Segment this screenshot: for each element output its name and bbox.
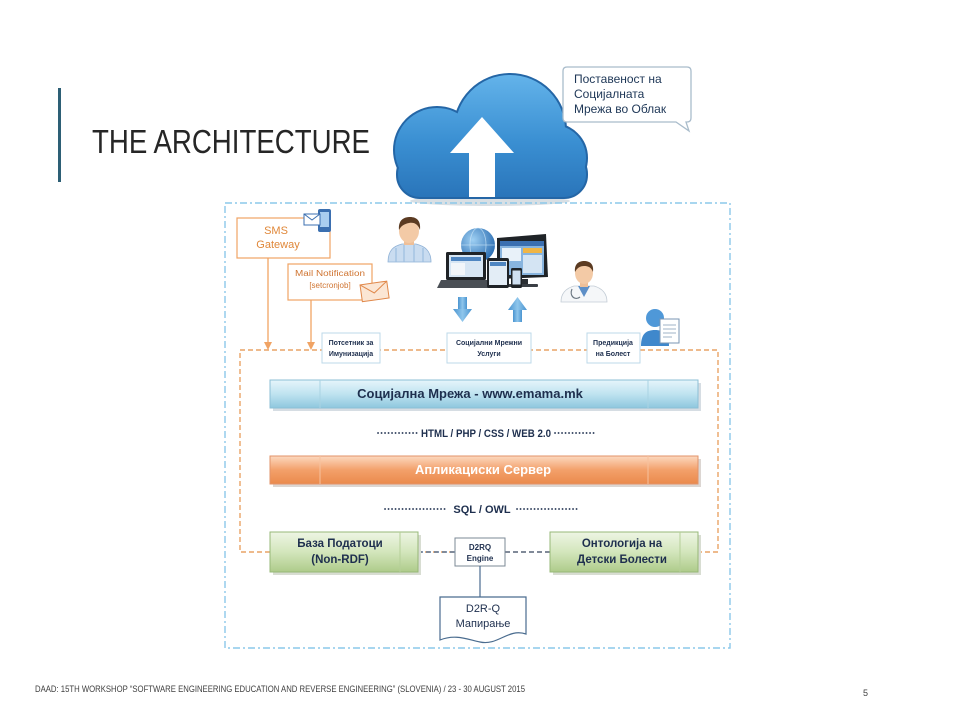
application-server-label: Апликациски Сервер — [415, 462, 551, 477]
devices-icon — [437, 227, 548, 288]
database-box: База Податоци (Non-RDF) — [269, 531, 421, 575]
arrow-down-icon — [453, 297, 472, 322]
user-document-icon — [641, 309, 680, 346]
d2rq-mapping-label: Мапирање — [456, 618, 511, 630]
mail-notification-label: Mail Notification — [295, 269, 365, 278]
service-label-text: на Болест — [596, 351, 631, 358]
service-label-text: Предикција — [593, 340, 633, 347]
service-label-text: Потсетник за — [329, 340, 374, 347]
d2rq-engine-label: Engine — [467, 554, 494, 563]
cloud-upload-icon — [393, 73, 588, 206]
d2rq-engine-box: D2RQ Engine — [454, 537, 506, 567]
social-network-label: Социјална Мрежа - www.emama.mk — [357, 386, 584, 401]
mail-notification-box: Mail Notification [setcronjob] — [287, 263, 373, 301]
mail-notification-label: [setcronjob] — [309, 281, 350, 290]
service-label-immunization: Потсетник за Имунизација — [321, 332, 381, 364]
ontology-label: Онтологија на — [582, 538, 663, 550]
application-server-layer: Апликациски Сервер — [269, 455, 701, 487]
application-boundary — [239, 349, 719, 553]
service-label-text: Услуги — [477, 351, 500, 358]
sms-gateway-label: SMS — [264, 225, 288, 237]
d2rq-engine-label: D2RQ — [469, 543, 491, 552]
sms-phone-icon — [303, 209, 331, 232]
upload-arrow-icon — [450, 117, 514, 197]
service-label-social-network: Социјални Мрежни Услуги — [446, 332, 532, 364]
ontology-label: Детски Болести — [577, 554, 667, 566]
callout-line: Мрежа во Облак — [574, 102, 667, 116]
social-network-layer: Социјална Мрежа - www.emama.mk — [269, 379, 701, 411]
database-label: База Податоци — [297, 538, 382, 550]
doctor-icon — [560, 261, 608, 303]
arrow-up-icon — [508, 297, 527, 322]
user-icon — [387, 217, 432, 263]
web-protocols-label: HTML / PHP / CSS / WEB 2.0 — [421, 428, 551, 440]
callout-line: Поставеност на — [574, 72, 662, 86]
query-languages-label: SQL / OWL — [453, 504, 511, 516]
ontology-box: Онтологија на Детски Болести — [549, 531, 701, 575]
d2rq-mapping-document: D2R-Q Мапирање — [439, 596, 527, 644]
slide-title: THE ARCHITECTURE — [92, 123, 370, 160]
notification-arrows — [264, 258, 315, 350]
service-label-text: Социјални Мрежни — [456, 340, 522, 347]
system-boundary — [224, 202, 731, 649]
service-label-text: Имунизација — [329, 351, 373, 358]
callout-line: Социјалната — [574, 87, 645, 101]
database-label: (Non-RDF) — [311, 554, 369, 566]
sms-gateway-label: Gateway — [256, 239, 300, 251]
cloud-callout: Поставеност на Социјалната Мрежа во Обла… — [562, 66, 692, 133]
email-envelope-icon — [359, 280, 390, 303]
query-languages-row: SQL / OWL — [384, 504, 581, 516]
service-label-prediction: Предикција на Болест — [586, 332, 641, 364]
page-number: 5 — [863, 688, 868, 698]
web-protocols-row: HTML / PHP / CSS / WEB 2.0 — [377, 428, 596, 440]
slide-footer: DAAD: 15TH WORKSHOP “SOFTWARE ENGINEERIN… — [35, 684, 525, 694]
title-accent-line — [58, 88, 61, 182]
d2rq-mapping-label: D2R-Q — [466, 603, 501, 615]
